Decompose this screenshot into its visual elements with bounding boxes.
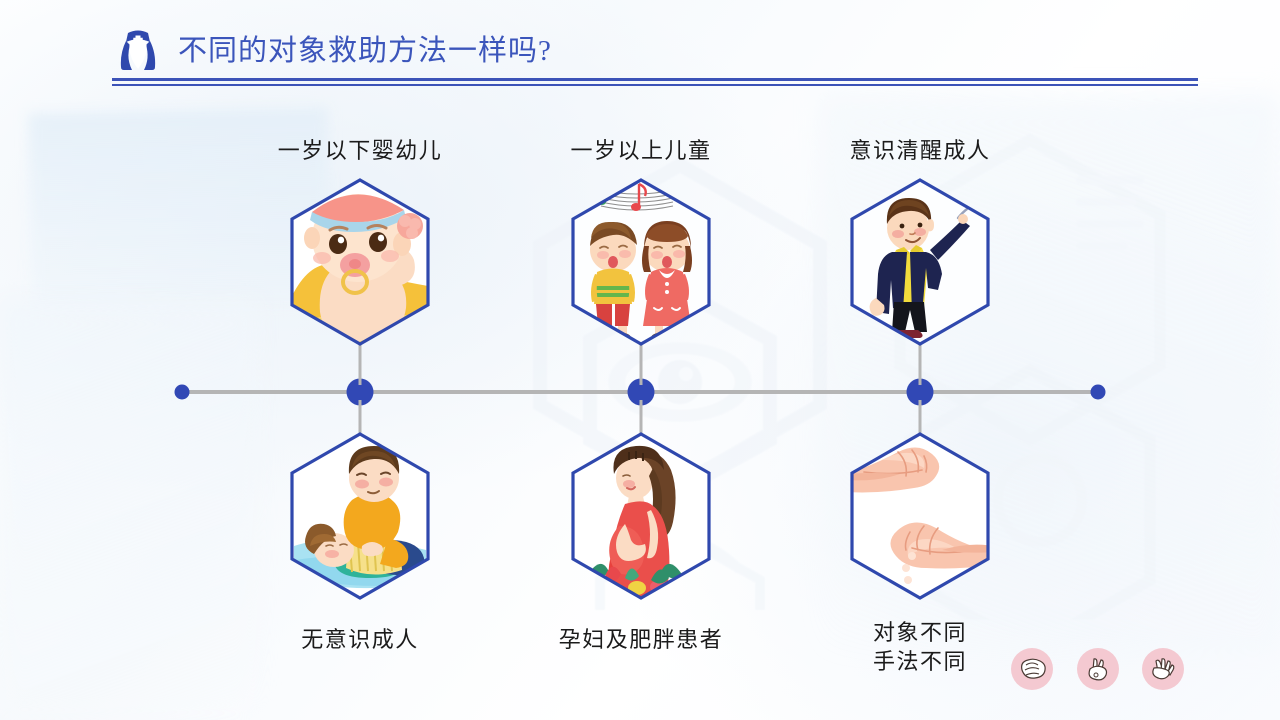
standing-man-illustration (852, 180, 988, 344)
node-unconscious-adult-hexagon[interactable] (286, 430, 434, 602)
two-hands-fist-illustration (852, 434, 988, 598)
page-title: 不同的对象救助方法一样吗? (178, 35, 552, 67)
connector-bottom-3 (918, 400, 922, 443)
two-singing-children-illustration (573, 180, 709, 344)
node-hands-label-line2: 手法不同 (872, 649, 968, 675)
node-conscious-adult-label: 意识清醒成人 (849, 138, 991, 163)
gesture-paper-icon (1142, 648, 1184, 690)
node-child-hexagon[interactable] (567, 176, 715, 348)
baby-with-pacifier-illustration (292, 180, 428, 344)
gesture-scissors-icon (1077, 648, 1119, 690)
node-infant-label: 一岁以下婴幼儿 (277, 138, 443, 163)
connector-bottom-2 (639, 400, 643, 443)
node-hands-label: 对象不同 手法不同 (873, 618, 967, 677)
node-unconscious-adult-label: 无意识成人 (301, 627, 419, 652)
header-divider-bottom (112, 84, 1198, 86)
nurse-head-icon (120, 30, 156, 70)
node-hands-label-line1: 对象不同 (872, 620, 968, 645)
node-child-label: 一岁以上儿童 (570, 138, 712, 163)
node-infant-hexagon[interactable] (286, 176, 434, 348)
connector-top-1 (358, 345, 362, 385)
background-blur-shape-lower-left (0, 300, 260, 720)
pregnant-woman-illustration (573, 434, 709, 598)
connector-top-3 (918, 345, 922, 385)
node-pregnant-label: 孕妇及肥胖患者 (558, 627, 724, 652)
node-hands-hexagon[interactable] (846, 430, 994, 602)
connector-top-2 (639, 345, 643, 385)
timeline-dot-right-end (1090, 384, 1106, 400)
cpr-on-lying-person-illustration (292, 434, 428, 598)
connector-bottom-1 (358, 400, 362, 443)
node-pregnant-hexagon[interactable] (567, 430, 715, 602)
gesture-rock-icon (1011, 648, 1053, 690)
node-conscious-adult-hexagon[interactable] (846, 176, 994, 348)
slide-header: 不同的对象救助方法一样吗? (0, 0, 1280, 96)
timeline-dot-left-end (174, 384, 190, 400)
header-divider-top (112, 78, 1198, 81)
